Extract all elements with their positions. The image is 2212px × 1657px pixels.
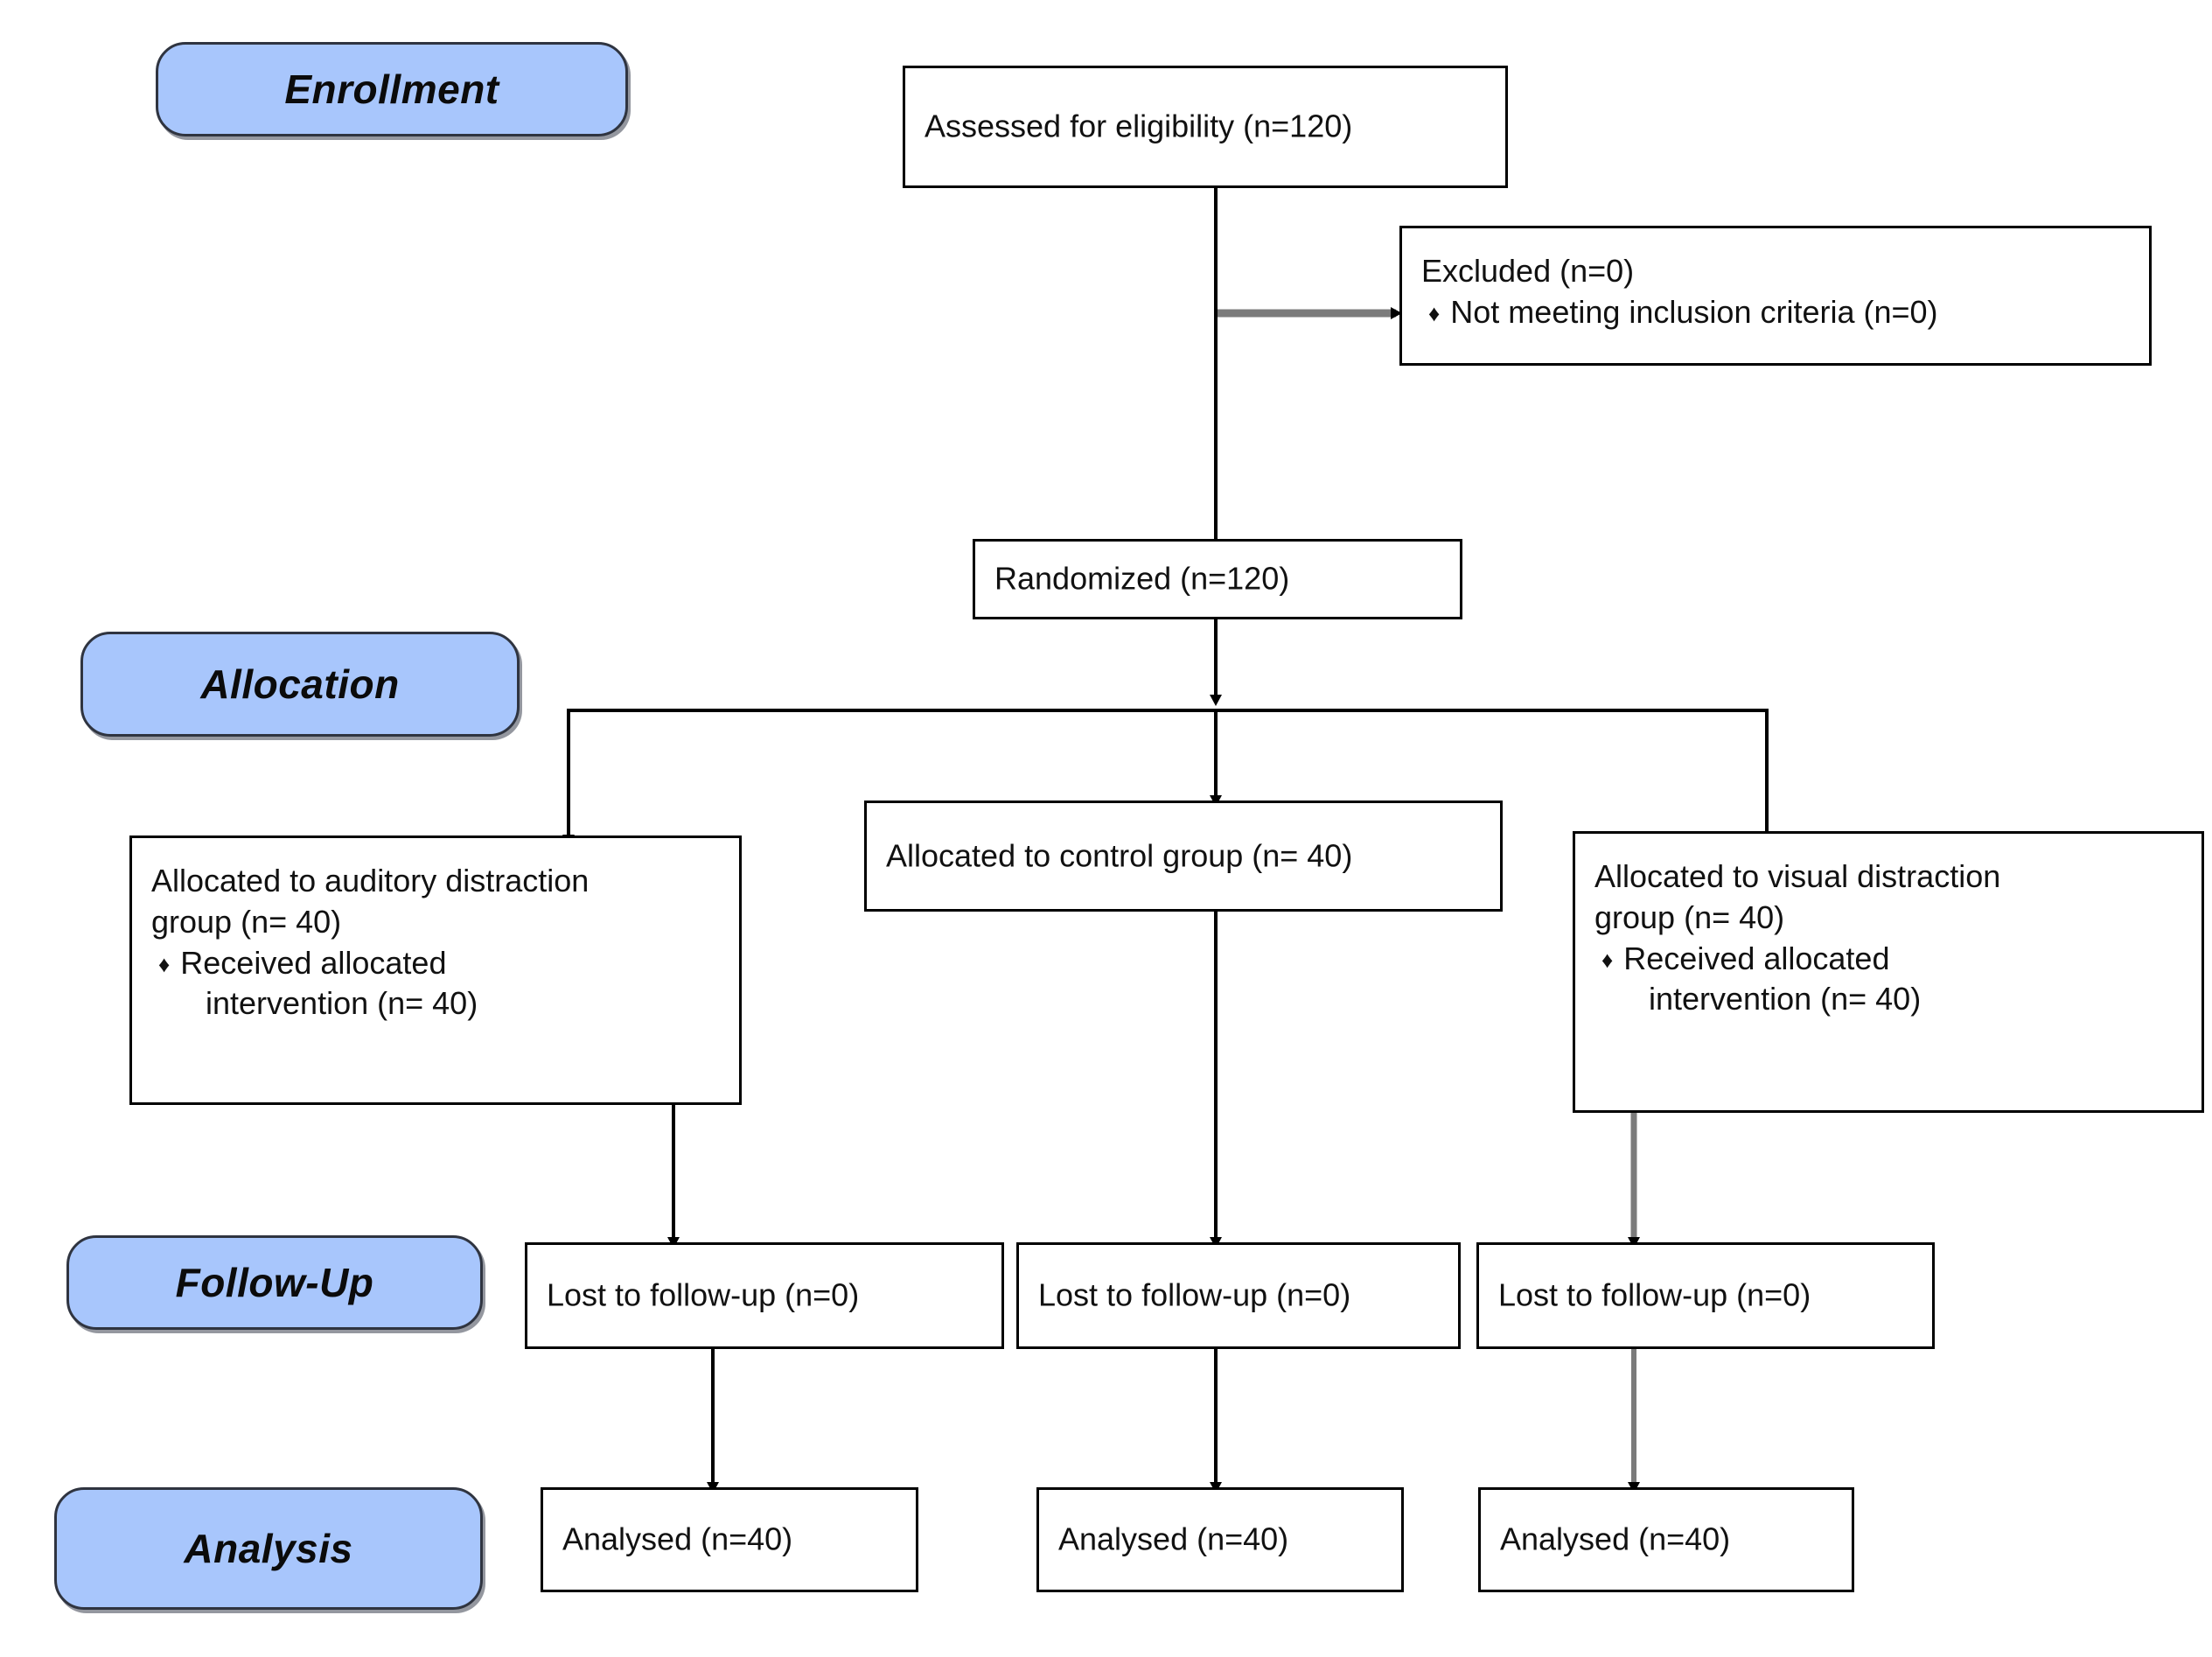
node-lost-followup-control: Lost to follow-up (n=0) — [1016, 1242, 1461, 1349]
node-assessed-for-eligibility: Assessed for eligibility (n=120) — [903, 66, 1508, 188]
stage-label-enrollment: Enrollment — [156, 42, 628, 136]
node-allocated-visual-line-1: Allocated to visual distraction — [1594, 858, 2001, 894]
node-analysed-control: Analysed (n=40) — [1036, 1487, 1404, 1592]
node-analysed-visual: Analysed (n=40) — [1478, 1487, 1854, 1592]
node-allocated-auditory-line-2: group (n= 40) — [151, 903, 342, 940]
stage-label-analysis-text: Analysis — [184, 1526, 353, 1571]
node-analysed-auditory-text: Analysed (n=40) — [562, 1520, 907, 1561]
node-allocated-visual-bullet-1-cont: intervention (n= 40) — [1649, 981, 1922, 1017]
node-allocated-auditory-bullet-1-text: Received allocated — [180, 944, 447, 981]
node-analysed-visual-text: Analysed (n=40) — [1500, 1520, 1843, 1561]
stage-label-followup-text: Follow-Up — [175, 1260, 374, 1305]
node-allocated-control: Allocated to control group (n= 40) — [864, 801, 1503, 912]
node-allocated-visual-text: Allocated to visual distraction group (n… — [1594, 856, 2193, 1020]
node-lost-followup-control-text: Lost to follow-up (n=0) — [1038, 1276, 1449, 1317]
node-lost-followup-auditory-text: Lost to follow-up (n=0) — [547, 1276, 993, 1317]
node-assessed-text: Assessed for eligibility (n=120) — [925, 107, 1497, 148]
bullet-icon: ♦ — [1601, 946, 1614, 973]
stage-label-allocation-text: Allocation — [200, 661, 400, 707]
node-assessed-line-1: Assessed for eligibility (n=120) — [925, 108, 1353, 144]
stage-label-allocation: Allocation — [80, 632, 520, 737]
node-excluded-bullet-1-text: Not meeting inclusion criteria (n=0) — [1450, 293, 1938, 330]
node-allocated-auditory-bullet-1-cont: intervention (n= 40) — [206, 985, 478, 1022]
node-analysed-control-text: Analysed (n=40) — [1058, 1520, 1392, 1561]
node-lost-followup-auditory: Lost to follow-up (n=0) — [525, 1242, 1004, 1349]
node-allocated-visual-bullet-1: ♦ Received allocated — [1594, 939, 2193, 980]
node-allocated-auditory-bullet-1: ♦ Received allocated — [151, 943, 730, 984]
node-excluded-text: Excluded (n=0) ♦ Not meeting inclusion cr… — [1421, 251, 2140, 333]
node-lost-followup-visual: Lost to follow-up (n=0) — [1476, 1242, 1935, 1349]
node-analysed-auditory: Analysed (n=40) — [541, 1487, 918, 1592]
node-randomized-line-1: Randomized (n=120) — [994, 560, 1290, 597]
node-excluded-bullet-1: ♦ Not meeting inclusion criteria (n=0) — [1421, 292, 2140, 333]
bullet-icon: ♦ — [1428, 299, 1441, 326]
node-allocated-visual-bullet-1-text: Received allocated — [1623, 940, 1890, 976]
stage-label-analysis: Analysis — [54, 1487, 483, 1610]
node-randomized-text: Randomized (n=120) — [994, 559, 1451, 600]
node-allocated-auditory-line-1: Allocated to auditory distraction — [151, 863, 590, 898]
node-analysed-visual-line-1: Analysed (n=40) — [1500, 1521, 1731, 1557]
stage-label-followup: Follow-Up — [66, 1235, 483, 1330]
bullet-icon: ♦ — [158, 950, 171, 977]
node-randomized: Randomized (n=120) — [973, 539, 1462, 619]
node-analysed-control-line-1: Analysed (n=40) — [1058, 1521, 1289, 1557]
node-lost-followup-control-line-1: Lost to follow-up (n=0) — [1038, 1276, 1351, 1313]
node-allocated-auditory: Allocated to auditory distraction group … — [129, 835, 742, 1105]
stage-label-enrollment-text: Enrollment — [284, 66, 499, 112]
node-excluded: Excluded (n=0) ♦ Not meeting inclusion cr… — [1399, 226, 2152, 366]
node-excluded-line-1: Excluded (n=0) — [1421, 253, 1635, 289]
node-allocated-visual: Allocated to visual distraction group (n… — [1573, 831, 2204, 1113]
node-lost-followup-auditory-line-1: Lost to follow-up (n=0) — [547, 1276, 860, 1313]
node-lost-followup-visual-text: Lost to follow-up (n=0) — [1498, 1276, 1923, 1317]
node-analysed-auditory-line-1: Analysed (n=40) — [562, 1521, 793, 1557]
node-allocated-control-text: Allocated to control group (n= 40) — [886, 835, 1491, 877]
node-allocated-visual-line-2: group (n= 40) — [1594, 898, 1785, 935]
node-lost-followup-visual-line-1: Lost to follow-up (n=0) — [1498, 1276, 1811, 1313]
node-allocated-auditory-text: Allocated to auditory distraction group … — [151, 861, 730, 1024]
node-allocated-control-line-1: Allocated to control group (n= 40) — [886, 837, 1353, 874]
